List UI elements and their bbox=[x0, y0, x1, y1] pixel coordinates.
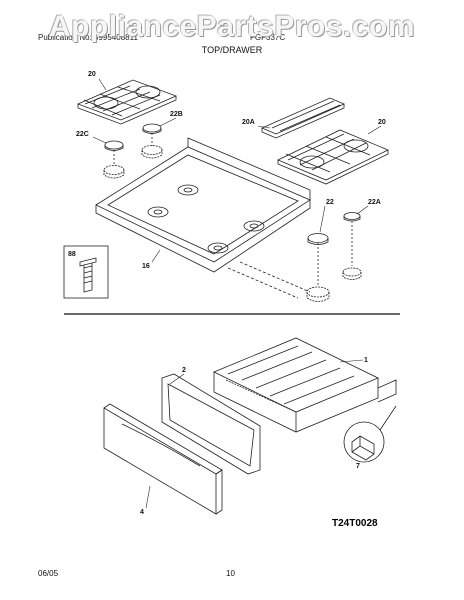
cap-22-illustration bbox=[306, 233, 330, 302]
callout-drawer-body: 1 bbox=[364, 357, 368, 364]
callout-cap-22b: 22B bbox=[170, 111, 183, 118]
callout-cooktop: 16 bbox=[142, 263, 150, 270]
callout-cap-22a: 22A bbox=[368, 199, 381, 206]
cap-22c-illustration bbox=[103, 140, 125, 179]
watermark: AppliancePartsPros.com bbox=[48, 10, 416, 43]
callout-grate-right: 20 bbox=[378, 119, 386, 126]
page-number: 10 bbox=[226, 569, 235, 578]
grate-right-illustration bbox=[277, 129, 389, 185]
callout-drawer-panel: 4 bbox=[140, 509, 144, 516]
callout-grate-left: 20 bbox=[88, 71, 96, 78]
callout-cap-22: 22 bbox=[326, 199, 334, 206]
callout-bracket: 7 bbox=[356, 463, 360, 470]
footer-date: 06/05 bbox=[38, 569, 59, 578]
callout-screw: 88 bbox=[68, 251, 76, 258]
drawer-body-illustration bbox=[213, 337, 397, 433]
grate-left-illustration bbox=[76, 79, 178, 125]
section-title: TOP/DRAWER bbox=[201, 45, 263, 55]
cooktop-illustration bbox=[95, 137, 311, 299]
callout-cap-22c: 22C bbox=[76, 131, 89, 138]
callout-grate-center: 20A bbox=[242, 119, 255, 126]
model-text: FGF337C bbox=[250, 33, 286, 42]
callout-drawer-frame: 2 bbox=[182, 367, 186, 374]
screw-inset-illustration bbox=[63, 245, 109, 299]
diagram-code: T24T0028 bbox=[332, 518, 378, 529]
leader-lines bbox=[92, 78, 382, 509]
bracket-inset-illustration bbox=[343, 405, 397, 463]
drawer-frame-illustration bbox=[161, 373, 261, 475]
cap-22a-illustration bbox=[342, 212, 362, 280]
cap-22b-illustration bbox=[141, 123, 163, 159]
grate-center-illustration bbox=[260, 97, 346, 139]
publication-text: Publication No: 5995408811 bbox=[38, 33, 138, 42]
drawer-panel-illustration bbox=[103, 403, 223, 515]
